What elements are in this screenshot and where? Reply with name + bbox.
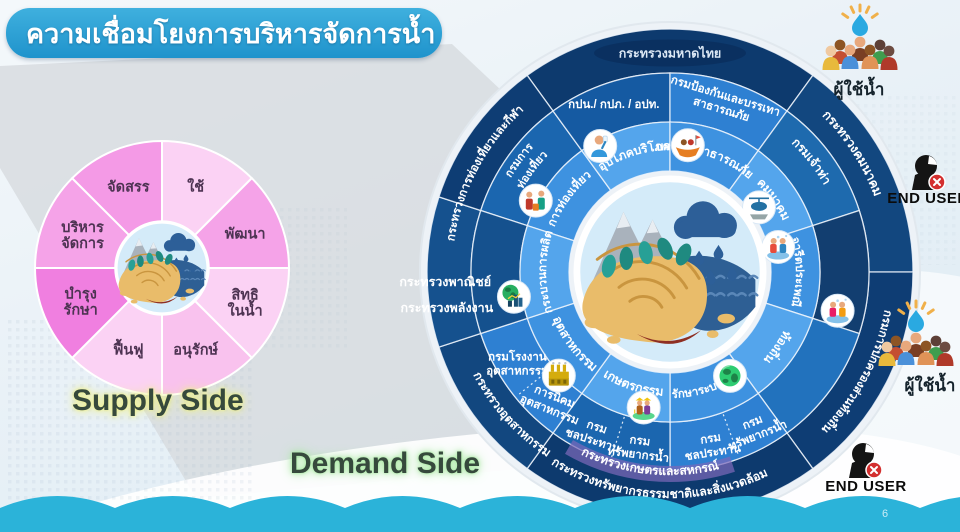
ecosystem-icon <box>713 358 747 393</box>
water-wave-band <box>0 496 960 532</box>
ring-label: กระทรวงมหาดไทย <box>619 46 722 61</box>
ring-label: กระทรวงพลังงาน <box>400 301 493 315</box>
water-users-label: ผู้ใช้น้ำ <box>904 376 956 395</box>
end-user-icon <box>849 443 883 479</box>
pie-label: ฟื้นฟู <box>113 338 144 358</box>
pie-label: พัฒนา <box>225 227 266 243</box>
water-users-group-icon <box>878 299 954 366</box>
ring-label: กระทรวงพาณิชย์ <box>399 274 491 289</box>
ring-label: กระบวนการผลิต <box>537 229 556 315</box>
demand-side-wheel: กระทรวงมหาดไทยกระทรวงคมนาคมกรมการปกครองส… <box>399 21 921 523</box>
pie-label: จัดสรร <box>107 180 150 196</box>
pie-label: สิทธิในน้ำ <box>228 286 263 319</box>
water-users-group-icon <box>822 3 898 70</box>
pie-label: ใช้ <box>187 178 204 196</box>
end-user-icon <box>912 155 946 191</box>
tradition-icon <box>761 230 796 265</box>
end-user-label: END USER <box>825 478 907 495</box>
transport-icon <box>741 190 776 225</box>
title-bar: ความเชื่อมโยงการบริหารจัดการน้ำ <box>6 8 442 58</box>
watershed-illustration <box>577 179 763 365</box>
pie-label: อนุรักษ์ <box>173 340 218 358</box>
ring-label: กรมโรงงานอุตสาหกรรม <box>486 349 548 379</box>
page-title: ความเชื่อมโยงการบริหารจัดการน้ำ <box>26 18 436 49</box>
industry-icon <box>541 358 576 393</box>
ministry-interior-badge <box>594 39 746 67</box>
pie-label: บำรุงรักษา <box>64 286 98 319</box>
demand-side-label: Demand Side <box>290 447 481 480</box>
local-icon <box>820 293 855 328</box>
slide-number: 6 <box>882 508 889 520</box>
end-user-label: END USER <box>887 190 960 207</box>
consumption-icon <box>583 129 618 164</box>
water-users-label: ผู้ใช้น้ำ <box>833 80 885 99</box>
watershed-illustration <box>114 220 210 316</box>
label-highlight <box>565 439 735 482</box>
ring-label: กปน./ กปภ. / อปท. <box>568 98 659 111</box>
tourism-icon <box>518 183 553 218</box>
supply-side-label: Supply Side <box>72 384 244 417</box>
agriculture-icon <box>626 390 661 425</box>
disaster-relief-icon <box>670 128 705 163</box>
production-icon <box>496 279 531 314</box>
pie-label: บริหารจัดการ <box>61 219 104 252</box>
